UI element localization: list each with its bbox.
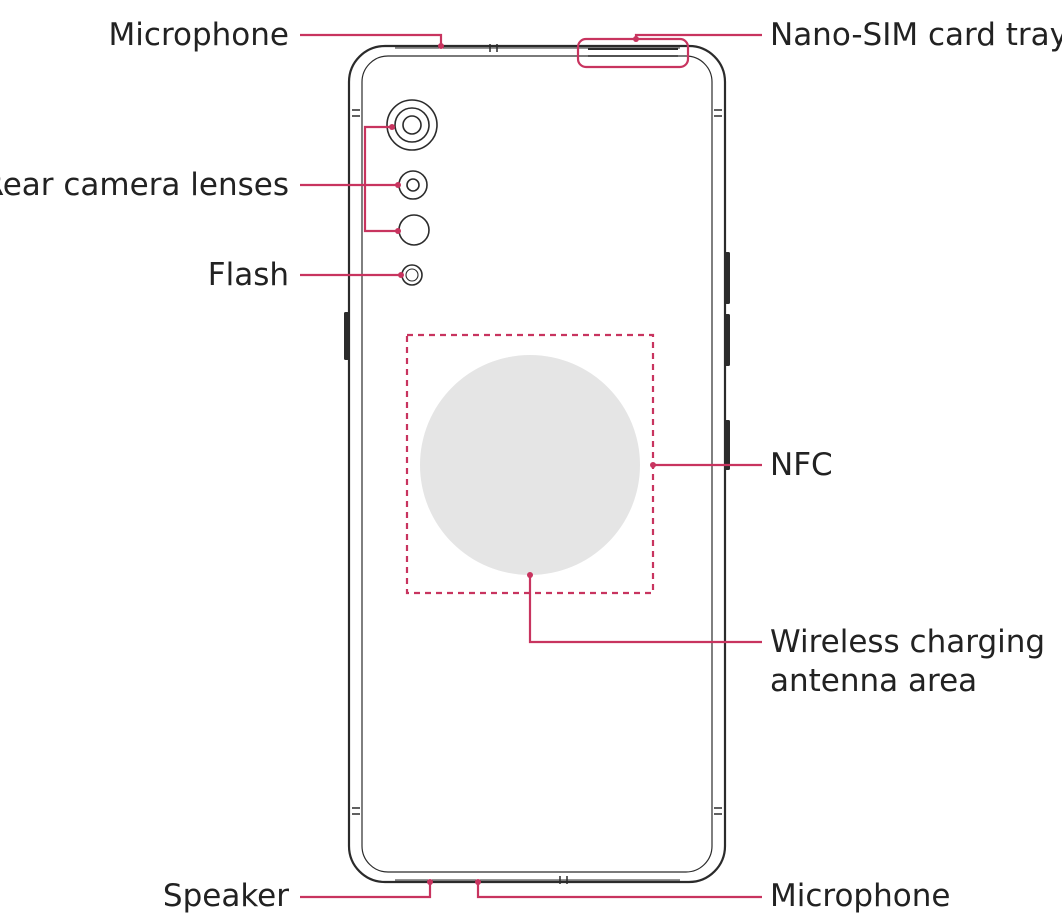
flash-icon xyxy=(401,264,423,286)
leader-microphone-top xyxy=(300,33,443,46)
leader-wireless-charging xyxy=(528,575,762,644)
label-microphone-bottom: Microphone xyxy=(770,878,951,914)
right-side-key xyxy=(725,420,730,470)
label-speaker: Speaker xyxy=(162,878,289,914)
side-buttons xyxy=(344,252,730,470)
label-rear-camera-lenses: Rear camera lenses xyxy=(0,167,289,203)
leader-dots xyxy=(389,36,656,885)
label-nfc: NFC xyxy=(770,447,833,483)
leader-speaker xyxy=(300,882,432,899)
rear-camera-lens-1 xyxy=(386,99,438,151)
label-wireless-charging-line1: Wireless charging xyxy=(770,624,1046,660)
label-microphone-top: Microphone xyxy=(108,17,289,53)
right-volume-down-button xyxy=(725,314,730,366)
left-side-button xyxy=(344,312,349,360)
label-wireless-charging-line2: antenna area xyxy=(770,663,978,699)
rear-camera-lens-3 xyxy=(398,214,430,246)
label-flash: Flash xyxy=(207,257,289,293)
leader-camera-bracket xyxy=(363,125,398,233)
rear-camera-lens-2 xyxy=(398,170,428,200)
leader-microphone-bottom xyxy=(476,882,762,899)
right-volume-up-button xyxy=(725,252,730,304)
label-nano-sim-card-tray: Nano-SIM card tray xyxy=(770,17,1062,53)
nano-sim-tray-highlight xyxy=(576,37,690,69)
wireless-charging-area xyxy=(420,355,640,575)
